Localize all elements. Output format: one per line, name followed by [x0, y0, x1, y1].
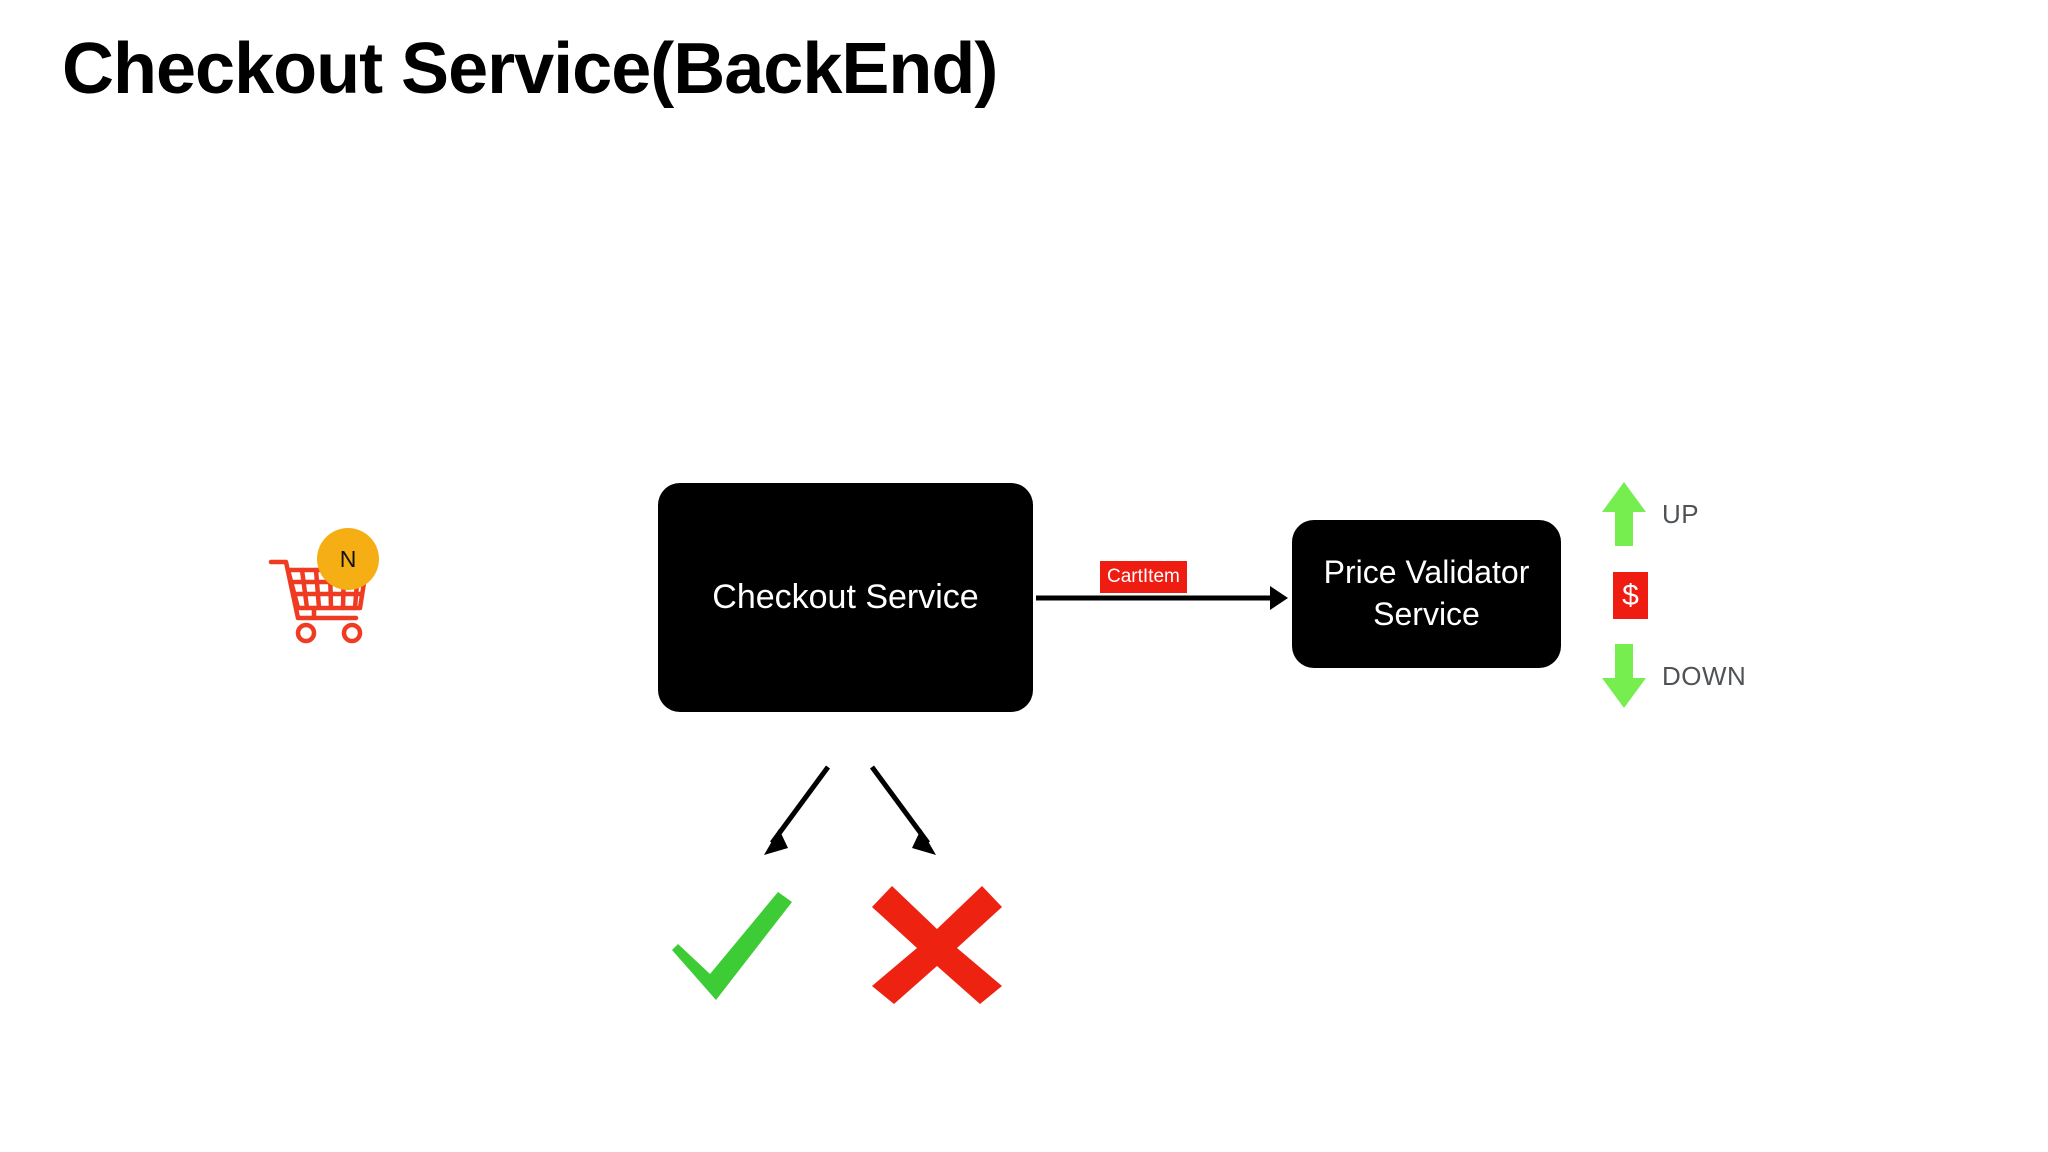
page-title: Checkout Service(BackEnd): [62, 29, 998, 109]
dollar-sign-icon: $: [1613, 572, 1648, 619]
edge-checkout-to-failure-arrow: [869, 765, 936, 855]
cart-group: N: [268, 528, 398, 648]
legend-row-dollar: $: [1600, 572, 1648, 619]
legend-label-down: DOWN: [1662, 661, 1747, 691]
legend-row-up: UP: [1600, 480, 1699, 548]
node-checkout-service[interactable]: Checkout Service: [658, 483, 1033, 712]
arrow-down-icon: [1602, 644, 1646, 708]
legend-label-up: UP: [1662, 499, 1700, 529]
price-legend: UP $ DOWN: [1600, 480, 1860, 720]
node-checkout-service-label: Checkout Service: [712, 578, 979, 617]
check-mark-icon: [672, 892, 792, 1000]
node-price-validator-service-label: Price Validator Service: [1323, 554, 1530, 632]
arrow-up-icon: [1602, 482, 1646, 546]
edge-checkout-to-success-arrow: [764, 765, 831, 855]
legend-row-down: DOWN: [1600, 642, 1746, 710]
node-price-validator-service[interactable]: Price Validator Service: [1292, 520, 1561, 668]
edge-label-cartitem: CartItem: [1100, 561, 1187, 593]
cart-count-label: N: [339, 545, 357, 572]
branch-arrows-group: [764, 765, 936, 855]
edge-checkout-to-validator-arrow: [1036, 586, 1288, 610]
cross-mark-icon: [872, 886, 1002, 1004]
cart-count-badge: N: [317, 528, 379, 590]
